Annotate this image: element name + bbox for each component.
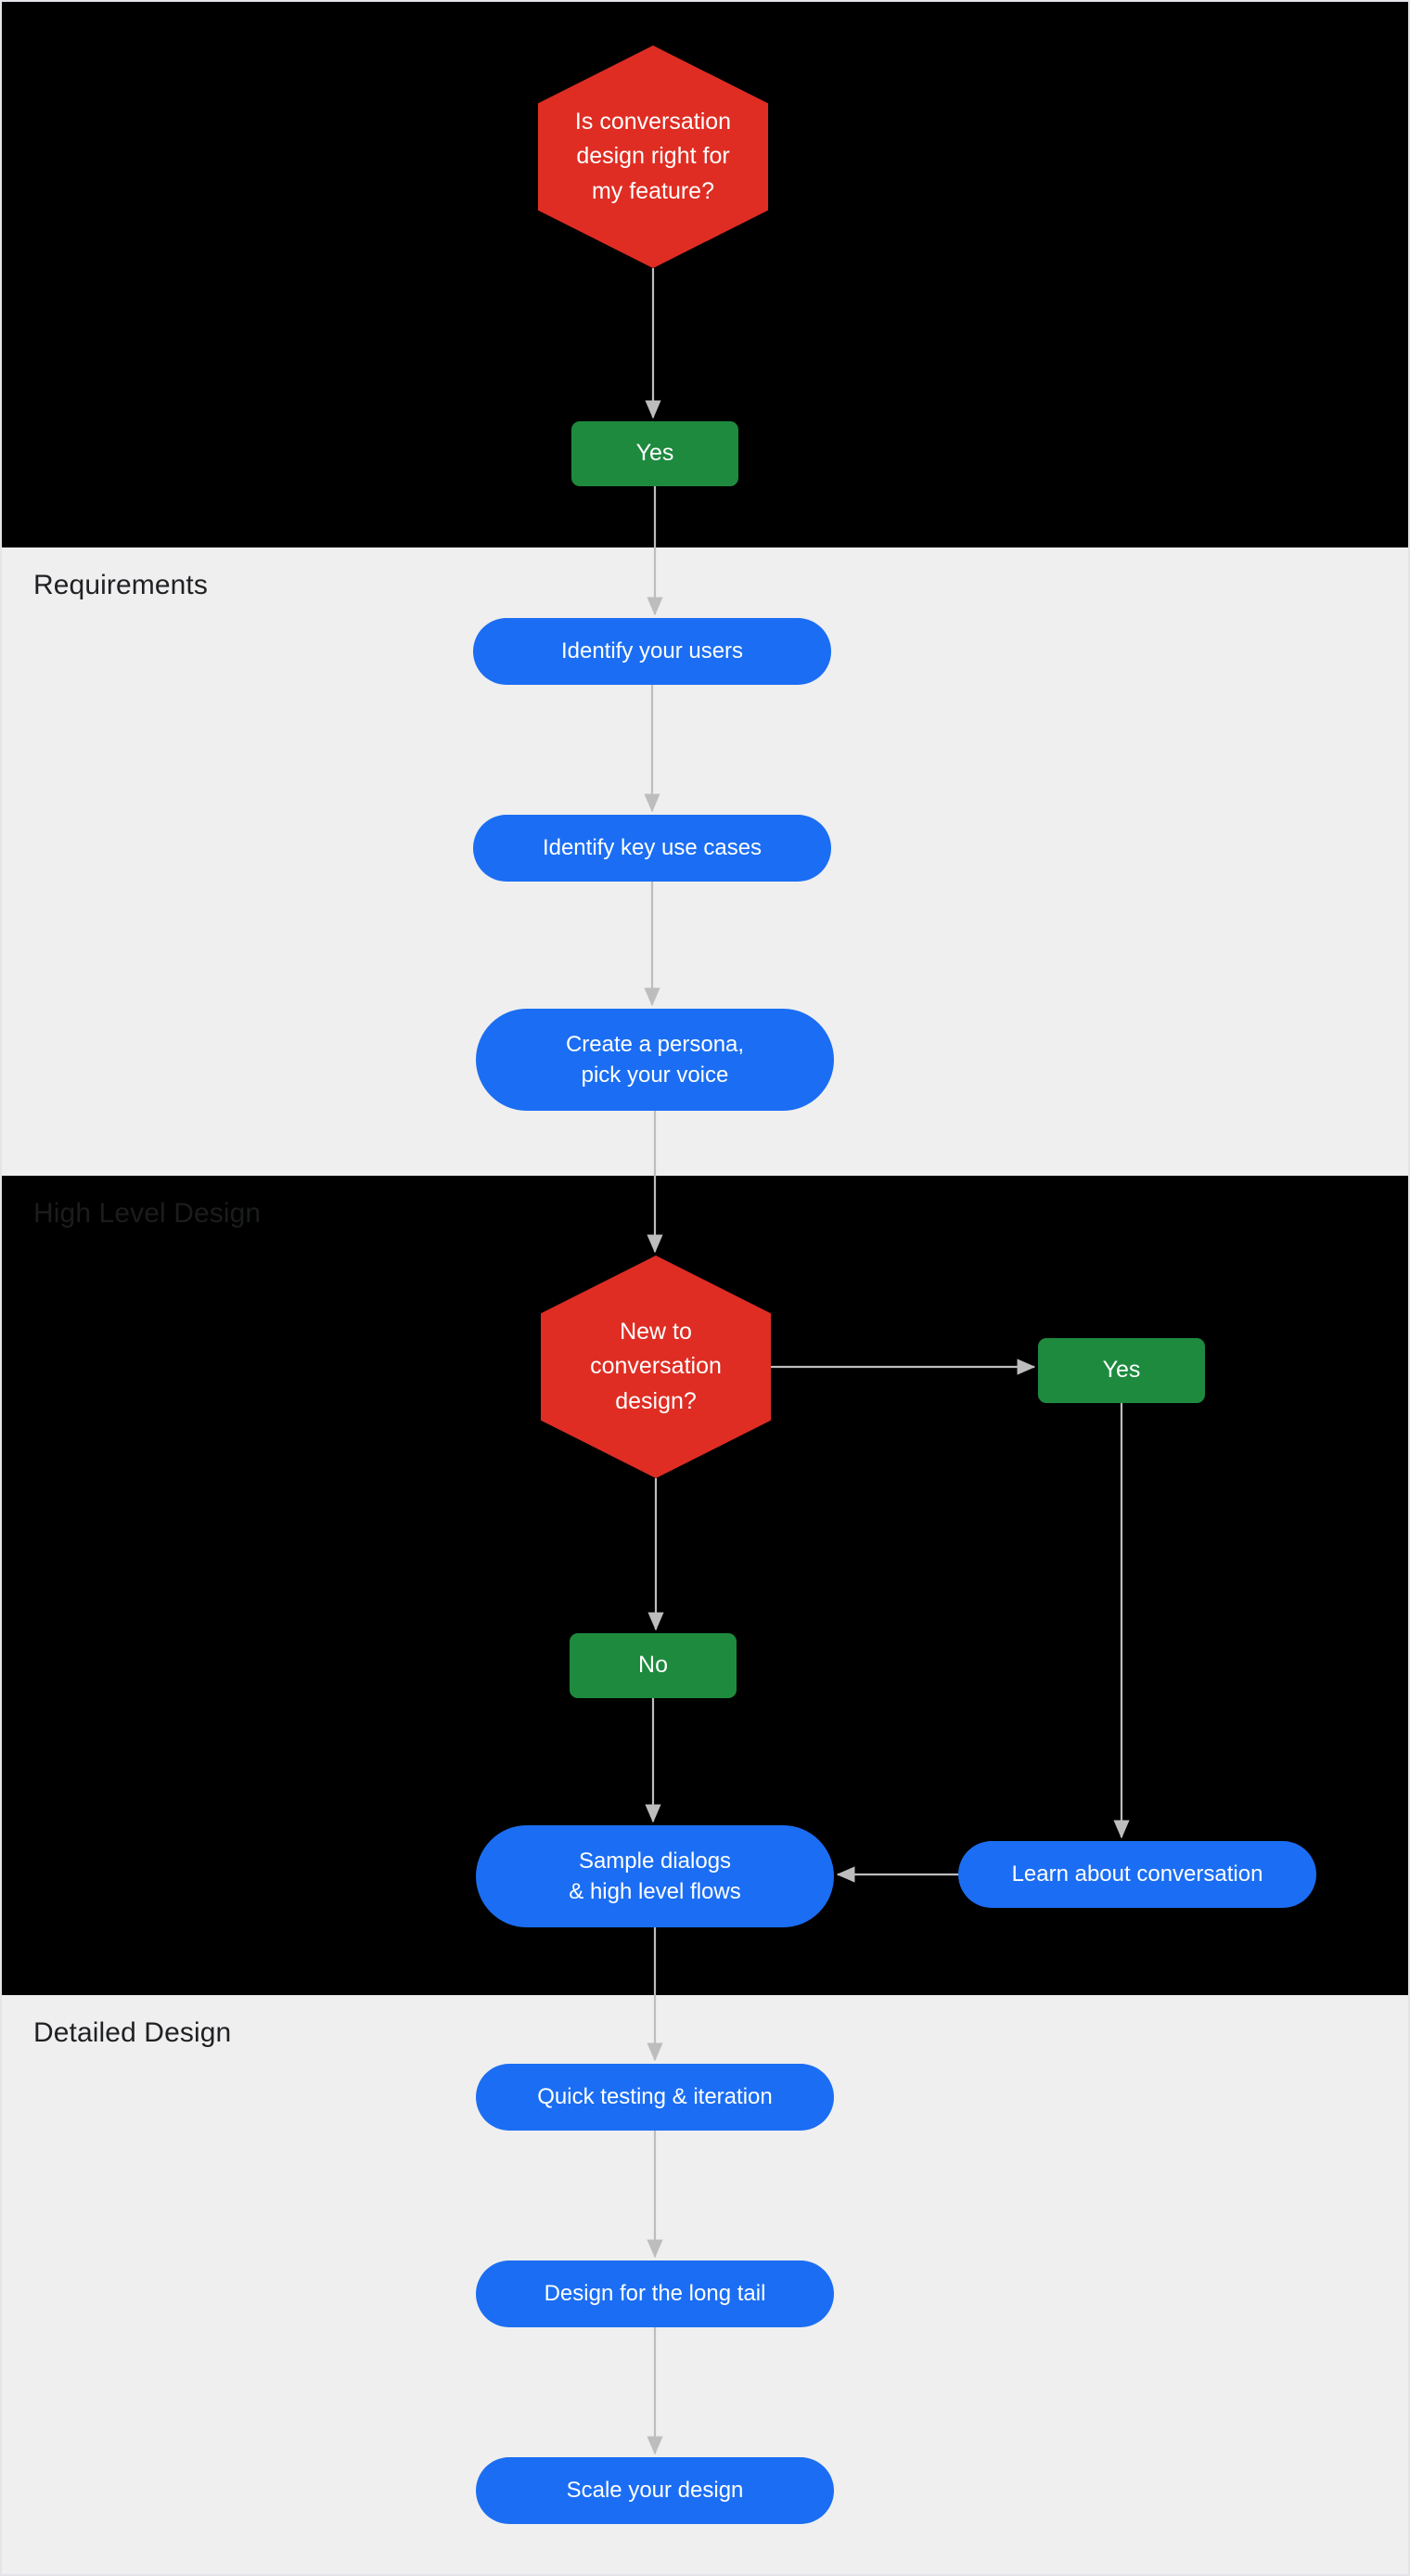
node-s-quick-testing[interactable]: Quick testing & iteration	[476, 2064, 834, 2131]
node-s-sample-dialogs[interactable]: Sample dialogs& high level flows	[476, 1825, 834, 1927]
node-label-s-identify-users: Identify your users	[560, 638, 744, 664]
node-s-scale-design[interactable]: Scale your design	[476, 2457, 834, 2524]
node-label-s-learn-about-cd: Learn about conversation	[1011, 1861, 1263, 1887]
node-label-a-yes-top: Yes	[635, 440, 674, 467]
node-label-s-long-tail: Design for the long tail	[544, 2281, 766, 2307]
node-label-a-no-mid: No	[638, 1652, 668, 1679]
node-s-create-persona[interactable]: Create a persona,pick your voice	[476, 1009, 834, 1111]
node-label-s-scale-design: Scale your design	[566, 2478, 744, 2504]
section-label-high-level-design: High Level Design	[33, 1198, 262, 1229]
node-s-identify-users[interactable]: Identify your users	[473, 618, 831, 685]
node-s-learn-about-cd[interactable]: Learn about conversation	[958, 1841, 1316, 1908]
section-label-requirements: Requirements	[33, 570, 208, 600]
node-label-s-create-persona: Create a persona,pick your voice	[565, 1031, 745, 1088]
node-s-identify-usecases[interactable]: Identify key use cases	[473, 815, 831, 882]
node-label-s-sample-dialogs: Sample dialogs& high level flows	[569, 1848, 741, 1904]
node-a-yes-mid[interactable]: Yes	[1038, 1338, 1205, 1403]
section-label-detailed-design: Detailed Design	[33, 2017, 232, 2048]
node-label-s-identify-usecases: Identify key use cases	[542, 835, 763, 861]
node-label-a-yes-mid: Yes	[1102, 1357, 1141, 1384]
node-label-s-quick-testing: Quick testing & iteration	[537, 2084, 773, 2110]
node-a-yes-top[interactable]: Yes	[571, 421, 738, 486]
node-s-long-tail[interactable]: Design for the long tail	[476, 2260, 834, 2327]
node-a-no-mid[interactable]: No	[570, 1633, 737, 1698]
